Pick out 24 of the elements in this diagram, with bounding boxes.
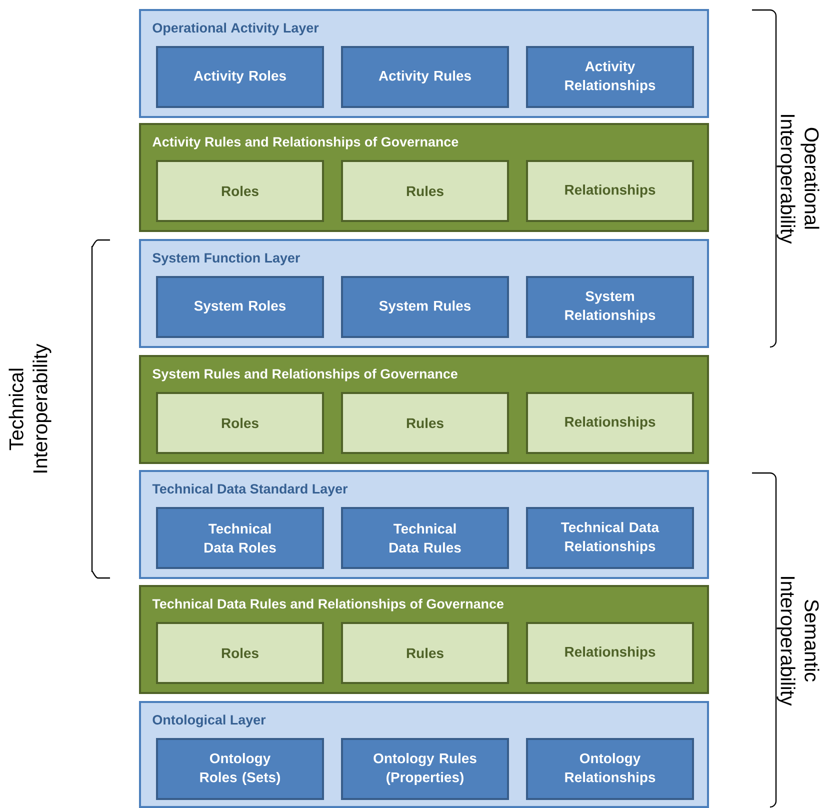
- bracket-label: Technical Interoperability: [8, 344, 52, 472]
- component-box: Activity Relationships: [526, 46, 694, 108]
- component-box: Ontology Roles (Sets): [156, 738, 324, 800]
- component-box: Relationships: [526, 160, 694, 222]
- component-box: Relationships: [526, 622, 694, 684]
- component-box: Rules: [341, 622, 509, 684]
- component-box: Technical Data Roles: [156, 507, 324, 569]
- component-box: Ontology Relationships: [526, 738, 694, 800]
- component-box: Roles: [156, 160, 324, 222]
- component-box: Relationships: [526, 392, 694, 454]
- component-box: Roles: [156, 392, 324, 454]
- component-box: System Relationships: [526, 276, 694, 338]
- component-box: System Roles: [156, 276, 324, 338]
- component-box: Technical Data Relationships: [526, 507, 694, 569]
- component-box: System Rules: [341, 276, 509, 338]
- component-box: Technical Data Rules: [341, 507, 509, 569]
- component-box: Activity Rules: [341, 46, 509, 108]
- component-box: Rules: [341, 160, 509, 222]
- bracket-label: Semantic Interoperability: [776, 577, 820, 706]
- component-box: Rules: [341, 392, 509, 454]
- component-box: Ontology Rules (Properties): [341, 738, 509, 800]
- component-box: Roles: [156, 622, 324, 684]
- bracket-label: Operational Interoperability: [776, 115, 820, 244]
- component-box: Activity Roles: [156, 46, 324, 108]
